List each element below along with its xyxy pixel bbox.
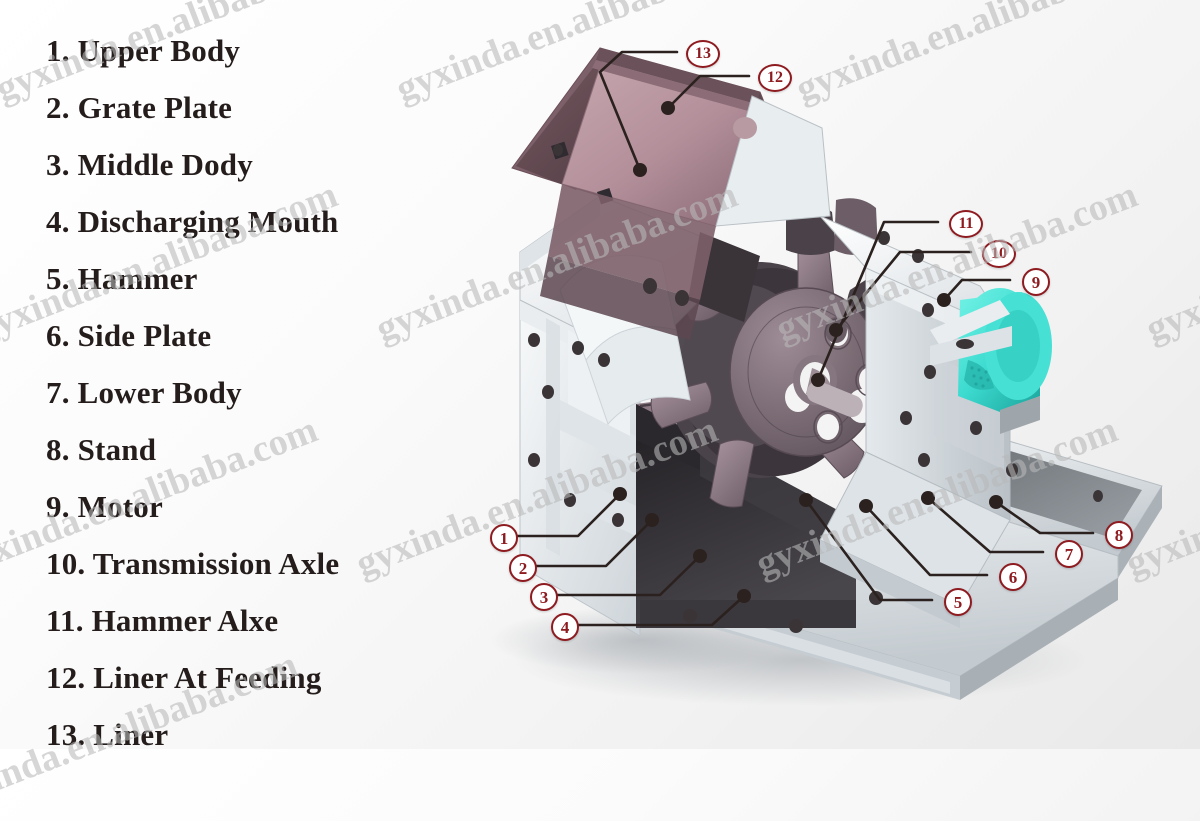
legend-item-9: 9. Motor <box>46 489 163 524</box>
leader-lines <box>504 50 1095 627</box>
callout-marker-3: 3 <box>530 583 558 611</box>
callout-marker-13: 13 <box>686 40 720 68</box>
bolts <box>528 144 1103 633</box>
callout-marker-1: 1 <box>490 524 518 552</box>
legend-item-5: 5. Hammer <box>46 261 198 296</box>
legend-item-11: 11. Hammer Alxe <box>46 603 279 638</box>
legend-item-2: 2. Grate Plate <box>46 90 233 125</box>
legend-item-4: 4. Discharging Mouth <box>46 204 339 239</box>
callout-marker-6: 6 <box>999 563 1027 591</box>
hammer-crusher-illustration <box>490 47 1163 706</box>
callout-marker-7: 7 <box>1055 540 1083 568</box>
parts-legend-list: 1. Upper Body 2. Grate Plate 3. Middle D… <box>46 22 516 763</box>
motor <box>930 288 1052 434</box>
feeding-hopper <box>511 47 831 340</box>
callout-marker-9: 9 <box>1022 268 1050 296</box>
callout-markers: 1 2 3 4 5 6 7 8 9 10 11 12 13 <box>490 40 1133 641</box>
callout-marker-5: 5 <box>944 588 972 616</box>
legend-item-8: 8. Stand <box>46 432 157 467</box>
legend-item-3: 3. Middle Dody <box>46 147 253 182</box>
legend-item-13: 13. Liner <box>46 717 169 752</box>
legend-item-7: 7. Lower Body <box>46 375 242 410</box>
callout-marker-11: 11 <box>949 210 983 238</box>
leader-dots <box>613 101 1003 603</box>
callout-marker-8: 8 <box>1105 521 1133 549</box>
callout-marker-4: 4 <box>551 613 579 641</box>
legend-item-6: 6. Side Plate <box>46 318 212 353</box>
callout-marker-2: 2 <box>509 554 537 582</box>
legend-item-10: 10. Transmission Axle <box>46 546 340 581</box>
legend-item-1: 1. Upper Body <box>46 33 241 68</box>
callout-marker-10: 10 <box>982 240 1016 268</box>
legend-item-12: 12. Liner At Feeding <box>46 660 322 695</box>
callout-marker-12: 12 <box>758 64 792 92</box>
